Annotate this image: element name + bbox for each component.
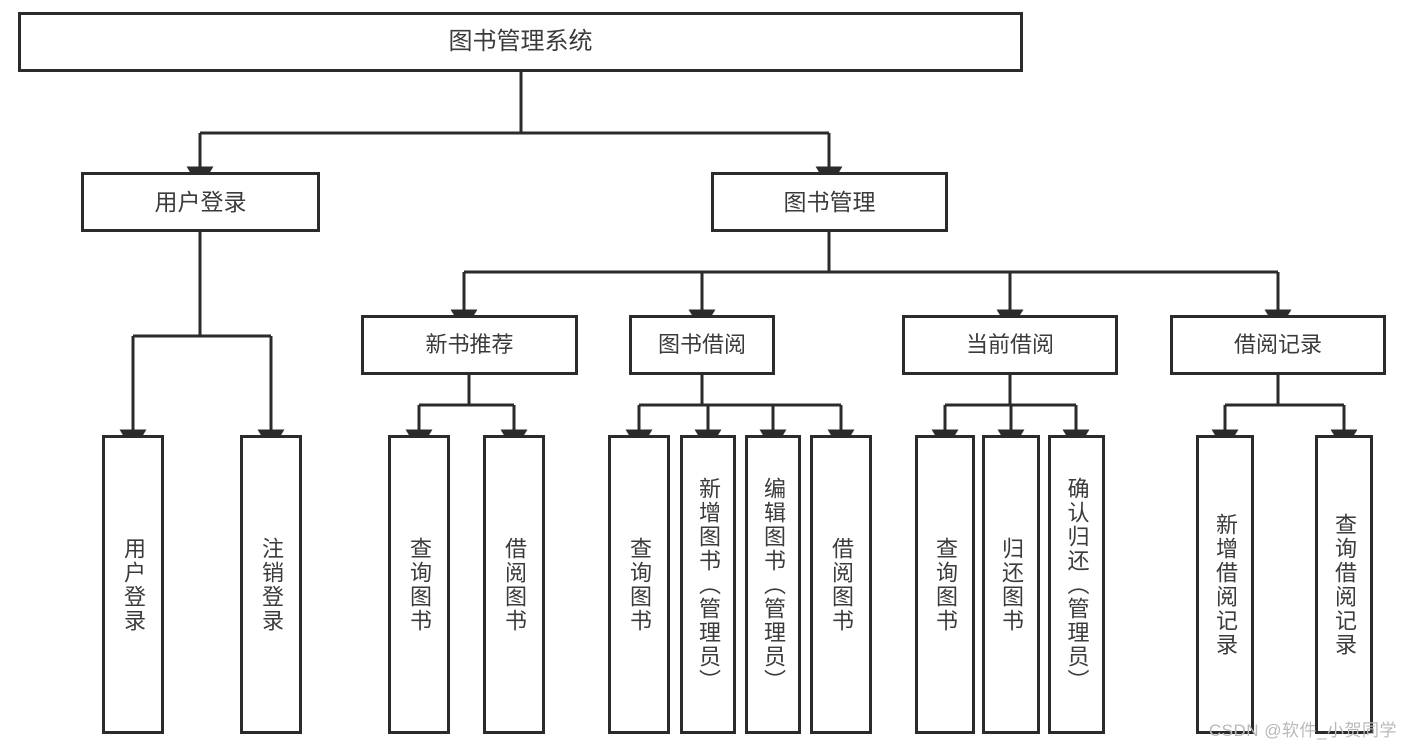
node-label: 借阅图书 [829, 536, 854, 633]
node-label: 图书管理 [783, 188, 876, 215]
node-label: 查询图书 [627, 536, 652, 633]
leaf-confirm-return-admin[interactable]: 确认归还（管理员） [1048, 435, 1105, 734]
edges-group [119, 72, 1358, 452]
leaf-add-book-admin[interactable]: 新增图书（管理员） [680, 435, 736, 734]
node-label: 借阅记录 [1233, 332, 1322, 358]
leaf-query-book-borrow[interactable]: 查询图书 [608, 435, 670, 734]
node-label: 查询借阅记录 [1332, 512, 1357, 657]
leaf-query-book-current[interactable]: 查询图书 [915, 435, 975, 734]
node-label: 借阅图书 [502, 536, 527, 633]
node-book-management[interactable]: 图书管理 [711, 172, 948, 232]
leaf-query-borrow-record[interactable]: 查询借阅记录 [1315, 435, 1373, 734]
leaf-add-borrow-record[interactable]: 新增借阅记录 [1196, 435, 1254, 734]
node-label: 查询图书 [407, 536, 432, 633]
node-current-borrow[interactable]: 当前借阅 [902, 315, 1118, 375]
node-label: 查询图书 [933, 536, 958, 633]
leaf-user-logout[interactable]: 注销登录 [240, 435, 302, 734]
node-label: 归还图书 [999, 536, 1024, 633]
leaf-borrow-book[interactable]: 借阅图书 [810, 435, 872, 734]
node-user-login[interactable]: 用户登录 [81, 172, 320, 232]
node-root-book-management-system[interactable]: 图书管理系统 [18, 12, 1023, 72]
node-new-book-recommendation[interactable]: 新书推荐 [361, 315, 578, 375]
node-label: 新书推荐 [425, 332, 514, 358]
leaf-edit-book-admin[interactable]: 编辑图书（管理员） [745, 435, 801, 734]
node-book-borrow[interactable]: 图书借阅 [629, 315, 775, 375]
node-label: 编辑图书（管理员） [761, 476, 786, 693]
leaf-return-book[interactable]: 归还图书 [982, 435, 1040, 734]
node-label: 注销登录 [259, 536, 284, 633]
node-label: 新增图书（管理员） [696, 476, 721, 693]
leaf-borrow-book-recommendation[interactable]: 借阅图书 [483, 435, 545, 734]
node-label: 用户登录 [121, 536, 146, 633]
node-borrow-record[interactable]: 借阅记录 [1170, 315, 1386, 375]
node-label: 新增借阅记录 [1213, 512, 1238, 657]
node-label: 图书管理系统 [448, 28, 593, 56]
leaf-user-login[interactable]: 用户登录 [102, 435, 164, 734]
node-label: 确认归还（管理员） [1064, 476, 1090, 693]
node-label: 当前借阅 [965, 332, 1054, 358]
node-label: 用户登录 [154, 188, 247, 215]
node-label: 图书借阅 [657, 332, 746, 358]
leaf-query-book-recommendation[interactable]: 查询图书 [388, 435, 450, 734]
watermark-text: CSDN @软件_小贺同学 [1208, 721, 1397, 740]
